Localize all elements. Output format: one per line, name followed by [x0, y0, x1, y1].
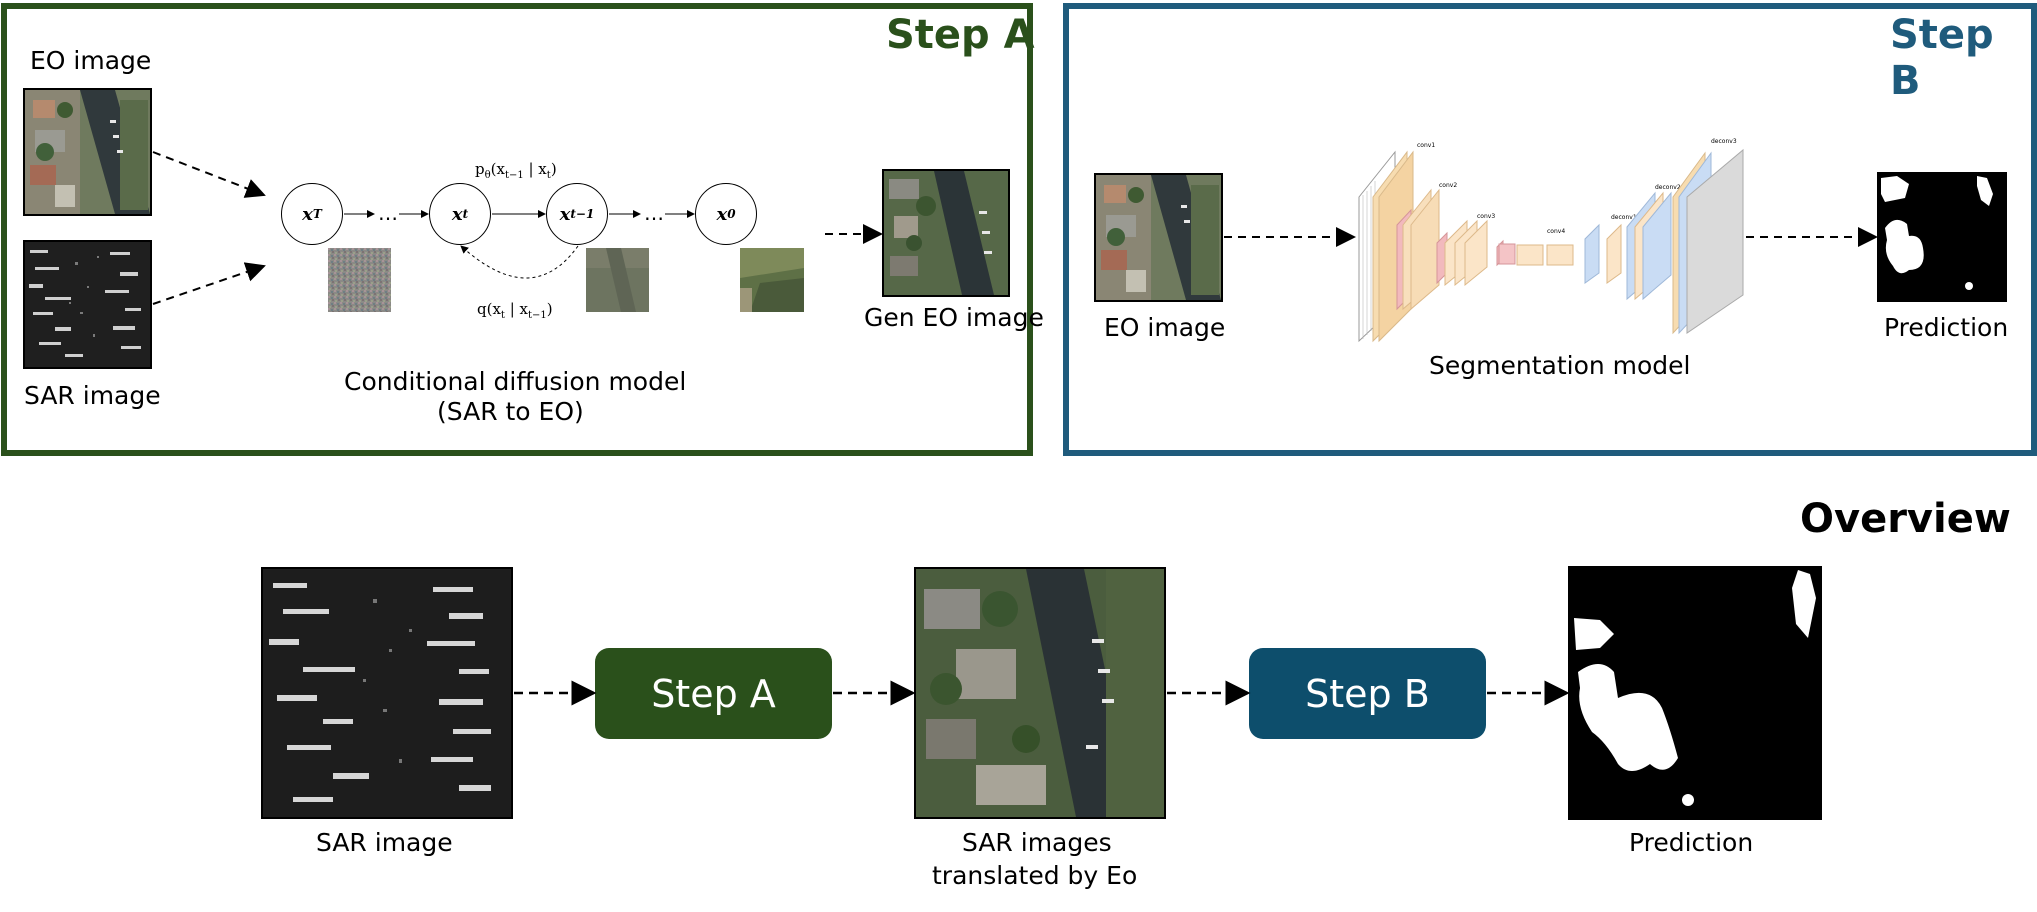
step-a-sar-image [23, 240, 152, 369]
segmentation-model-label: Segmentation model [1429, 351, 1691, 380]
noise-sample-image [328, 248, 391, 312]
step-a-panel [1, 3, 1033, 456]
layer-label-deconv2: deconv2 [1655, 184, 1681, 191]
step-b-prediction-image [1877, 172, 2007, 302]
overview-sar-image [261, 567, 513, 819]
segmentation-network-diagram: conv1 conv2 conv3 conv4 deconv1 deconv2 … [1358, 138, 1744, 343]
denoised-sample-image [740, 248, 804, 312]
overview-prediction-label: Prediction [1629, 828, 1754, 857]
overview-step-a-button: Step A [595, 648, 832, 739]
partially-denoised-image [586, 248, 649, 312]
generated-eo-image [882, 169, 1010, 297]
gen-eo-label: Gen EO image [864, 303, 1044, 332]
layer-label-conv2: conv2 [1439, 182, 1457, 189]
step-a-eo-label: EO image [30, 46, 152, 75]
step-b-panel [1063, 3, 2037, 456]
ellipsis-2: … [644, 201, 664, 225]
diffusion-caption-line2: (SAR to EO) [437, 397, 584, 426]
overview-translated-label-line1: SAR images [962, 828, 1112, 857]
step-b-eo-label: EO image [1104, 313, 1226, 342]
step-a-sar-label: SAR image [24, 381, 161, 410]
step-b-eo-image [1094, 173, 1223, 302]
overview-sar-label: SAR image [316, 828, 453, 857]
step-b-title: Step B [1890, 12, 1994, 104]
diffusion-caption-line1: Conditional diffusion model [344, 367, 687, 396]
step-a-title: Step A [886, 12, 1035, 58]
overview-prediction-image [1568, 566, 1822, 820]
layer-label-conv4: conv4 [1547, 228, 1565, 235]
forward-process-formula: q(xt | xt−1) [477, 300, 553, 321]
overview-translated-label-line2: translated by Eo [932, 861, 1138, 890]
overview-translated-image [914, 567, 1166, 819]
overview-step-b-button: Step B [1249, 648, 1486, 739]
layer-label-conv1: conv1 [1417, 142, 1435, 149]
step-b-prediction-label: Prediction [1884, 313, 2009, 342]
layer-label-deconv1: deconv1 [1611, 214, 1637, 221]
step-a-eo-image [23, 88, 152, 216]
ellipsis-1: … [378, 201, 398, 225]
reverse-process-formula: pθ(xt−1 | xt) [475, 160, 557, 181]
layer-label-deconv3: deconv3 [1711, 138, 1737, 145]
overview-title: Overview [1800, 496, 2011, 542]
layer-label-conv3: conv3 [1477, 213, 1495, 220]
